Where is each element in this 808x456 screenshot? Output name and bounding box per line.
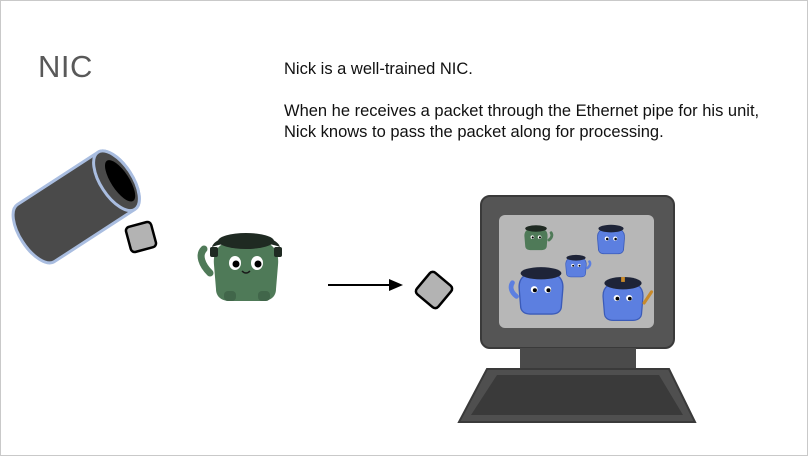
blue-unit-creature-icon <box>565 254 592 278</box>
packet-icon <box>124 220 158 254</box>
arrow-right-icon <box>328 279 403 291</box>
green-unit-creature-icon <box>524 225 554 251</box>
slide-body: Nick is a well-trained NIC. When he rece… <box>284 59 784 143</box>
blue-unit-creature-icon <box>602 276 654 321</box>
keyboard-icon <box>457 368 697 423</box>
ethernet-pipe-icon <box>11 149 141 265</box>
nick-nic-creature-icon <box>197 233 282 301</box>
slide-title: NIC <box>38 49 93 84</box>
paragraph-explanation: When he receives a packet through the Et… <box>284 102 760 141</box>
blue-unit-creature-icon <box>597 224 625 255</box>
blue-unit-creature-icon <box>508 267 564 315</box>
paragraph-intro: Nick is a well-trained NIC. <box>284 60 473 78</box>
packet-icon <box>414 270 454 310</box>
